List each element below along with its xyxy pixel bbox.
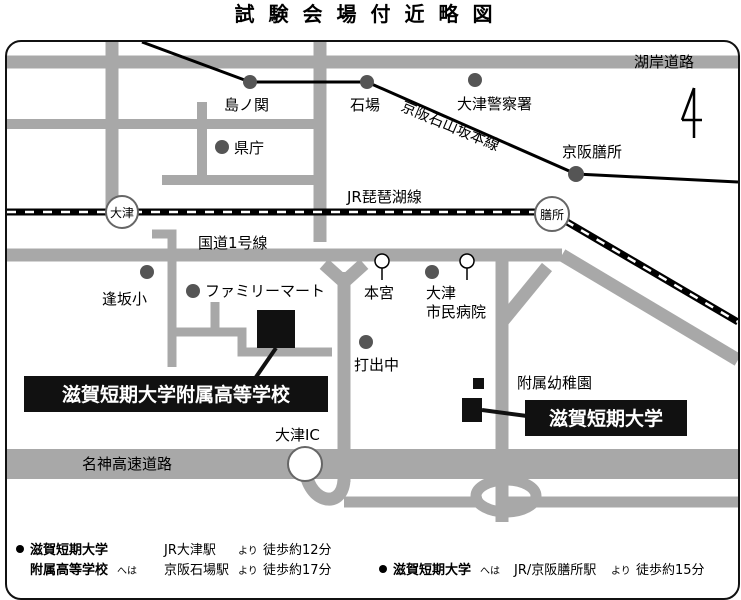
station-zeze-label: 膳所 [540,207,564,222]
college-label-box [525,400,687,436]
note-hs-route2-yori: より [238,565,258,577]
station-keihan-zeze-label: 京阪膳所 [562,143,622,161]
road-college-rotary [470,474,542,518]
college-marker [462,398,482,422]
jr-line-label: JR琵琶湖線 [346,188,422,206]
station-otsu-label: 大津 [110,206,134,220]
keihan-rail [141,42,251,84]
station-keihan-zeze-marker [568,166,584,182]
college-label: 滋賀短期大学 [549,407,663,430]
jr-rail-east-dash [549,210,738,324]
station-shimanoseki-marker [243,75,257,89]
note-col-particle: へは [480,565,500,577]
access-notes: 滋賀短期大学 附属高等学校 へは JR大津駅 より 徒歩約12分 京阪石場駅 よ… [16,542,705,578]
road-ic-branch-right [339,259,369,287]
route1-label: 国道1号線 [198,234,268,252]
note-hs-name-line1: 滋賀短期大学 [30,542,108,558]
family-mart-dot-icon [186,284,200,298]
note-hs-route1-from: JR大津駅 [163,543,216,558]
map-frame: 大津 膳所 滋賀 [5,40,740,600]
hospital-dot-icon [425,265,439,279]
station-zeze-circle [534,196,570,232]
family-mart-label: ファミリーマート [205,282,325,300]
kencho-dot-icon [215,140,229,154]
otsu-ic-marker [287,446,323,482]
ousaka-elem-label: 逢坂小 [102,290,147,308]
map-canvas: 大津 膳所 滋賀 [7,42,738,578]
road-college-diagonal [496,262,553,327]
shrine-symbol-icon-2 [459,253,475,280]
high-school-label: 滋賀短期大学附属高等学校 [62,383,291,406]
station-shimanoseki-label: 島ノ関 [224,96,269,114]
shrine-symbol-icon [374,253,390,280]
meishin-label: 名神高速道路 [82,455,172,473]
note-hs-particle: へは [117,565,137,577]
note-hs-route1-yori: より [238,545,258,557]
uchide-jh-dot-icon [359,335,373,349]
road-network [7,42,738,522]
police-label: 大津警察署 [457,95,532,113]
jr-station-otsu: 大津 [105,195,139,229]
hospital-label-line2: 市民病院 [426,303,486,321]
station-ishiba-marker [360,75,374,89]
kindergarten-label: 附属幼稚園 [517,374,592,392]
note-hs-route2-from: 京阪石場駅 [164,563,229,578]
uchide-jh-label: 打出中 [354,356,399,374]
station-otsu-circle [105,195,139,229]
hospital-label-line1: 大津 [426,284,456,302]
note-hs-route2-walk: 徒歩約17分 [263,563,332,578]
keihan-rail-seg4 [575,172,738,184]
keihan-rail-seg3 [366,80,577,176]
police-dot-icon [468,73,482,87]
note-hs-name-line2: 附属高等学校 [30,562,109,578]
note-hs-route1-walk: 徒歩約12分 [263,543,332,558]
note-bullet-icon-2 [379,565,387,573]
road-kogan-label: 湖岸道路 [634,53,694,71]
high-school-marker [257,310,295,348]
station-ishiba-label: 石場 [350,96,380,114]
rail-lines [7,42,738,326]
map-title: 試験会場付近略図 [234,2,507,26]
note-bullet-icon [16,545,24,553]
otsu-ic-label: 大津IC [275,426,320,444]
note-col-name: 滋賀短期大学 [393,562,471,578]
road-route1-east [558,249,738,366]
high-school-label-box [24,376,328,412]
note-col-route-from: JR/京阪膳所駅 [513,562,596,578]
note-col-route-yori: より [611,565,631,577]
kencho-label: 県庁 [234,139,264,157]
kindergarten-marker [473,378,484,389]
landmark-dots [140,73,482,349]
jr-station-zeze: 膳所 [534,196,570,232]
ousaka-elem-dot-icon [140,265,154,279]
north-arrow-icon [680,87,702,138]
college-pointer [481,408,528,418]
road-ic-branch-left [319,259,349,287]
keihan-station-markers [243,75,584,182]
road-hs-street [152,229,332,357]
hongu-label: 本宮 [364,284,394,302]
note-col-route-walk: 徒歩約15分 [636,563,705,578]
hs-pointer [254,346,278,379]
